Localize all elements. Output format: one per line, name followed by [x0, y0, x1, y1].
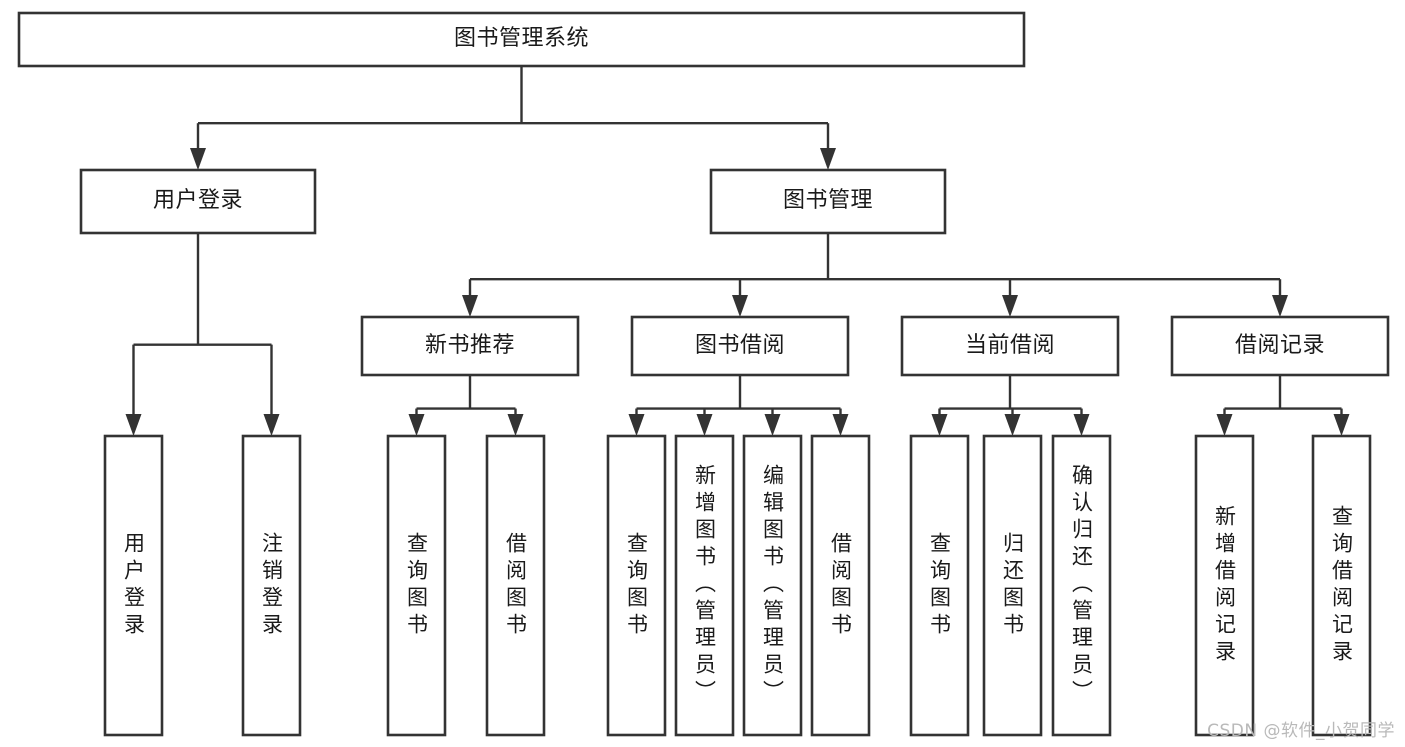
node-box-borrow-record[interactable] [1170, 315, 1390, 377]
node-box-leaf-confirm[interactable] [1051, 434, 1112, 737]
arrow-head-icon [696, 414, 713, 436]
node-box-leaf-return[interactable] [982, 434, 1043, 737]
arrow-head-icon [190, 148, 206, 170]
node-box-leaf-borrow-2[interactable] [810, 434, 871, 737]
node-box-leaf-add-book[interactable] [674, 434, 735, 737]
arrow-head-icon [1002, 295, 1018, 317]
arrow-head-icon [732, 295, 748, 317]
arrow-head-icon [507, 414, 524, 436]
arrow-head-icon [764, 414, 781, 436]
arrow-head-icon [1216, 414, 1233, 436]
nodes-layer [17, 11, 1390, 737]
node-box-root[interactable] [17, 11, 1026, 68]
arrow-head-icon [1073, 414, 1090, 436]
arrow-head-icon [462, 295, 478, 317]
node-box-leaf-query-1[interactable] [386, 434, 447, 737]
node-box-current-borrow[interactable] [900, 315, 1120, 377]
node-box-leaf-borrow-1[interactable] [485, 434, 546, 737]
arrow-head-icon [832, 414, 849, 436]
arrow-head-icon [408, 414, 425, 436]
node-box-leaf-logout[interactable] [241, 434, 302, 737]
node-box-leaf-edit-book[interactable] [742, 434, 803, 737]
arrow-head-icon [1004, 414, 1021, 436]
node-box-leaf-user-login[interactable] [103, 434, 164, 737]
node-box-leaf-query-2[interactable] [606, 434, 667, 737]
arrow-head-icon [931, 414, 948, 436]
node-box-leaf-add-rec[interactable] [1194, 434, 1255, 737]
arrow-head-icon [263, 414, 280, 436]
node-box-book-borrow[interactable] [630, 315, 850, 377]
node-box-new-book-rec[interactable] [360, 315, 580, 377]
arrow-head-icon [628, 414, 645, 436]
arrow-head-icon [1333, 414, 1350, 436]
arrow-head-icon [820, 148, 836, 170]
node-box-user-login[interactable] [79, 168, 317, 235]
node-box-book-manage[interactable] [709, 168, 947, 235]
node-box-leaf-query-3[interactable] [909, 434, 970, 737]
arrow-head-icon [1272, 295, 1288, 317]
node-box-leaf-query-rec[interactable] [1311, 434, 1372, 737]
arrow-head-icon [125, 414, 142, 436]
edges-layer [125, 66, 1350, 436]
watermark: CSDN @软件_小贺同学 [1207, 721, 1395, 741]
